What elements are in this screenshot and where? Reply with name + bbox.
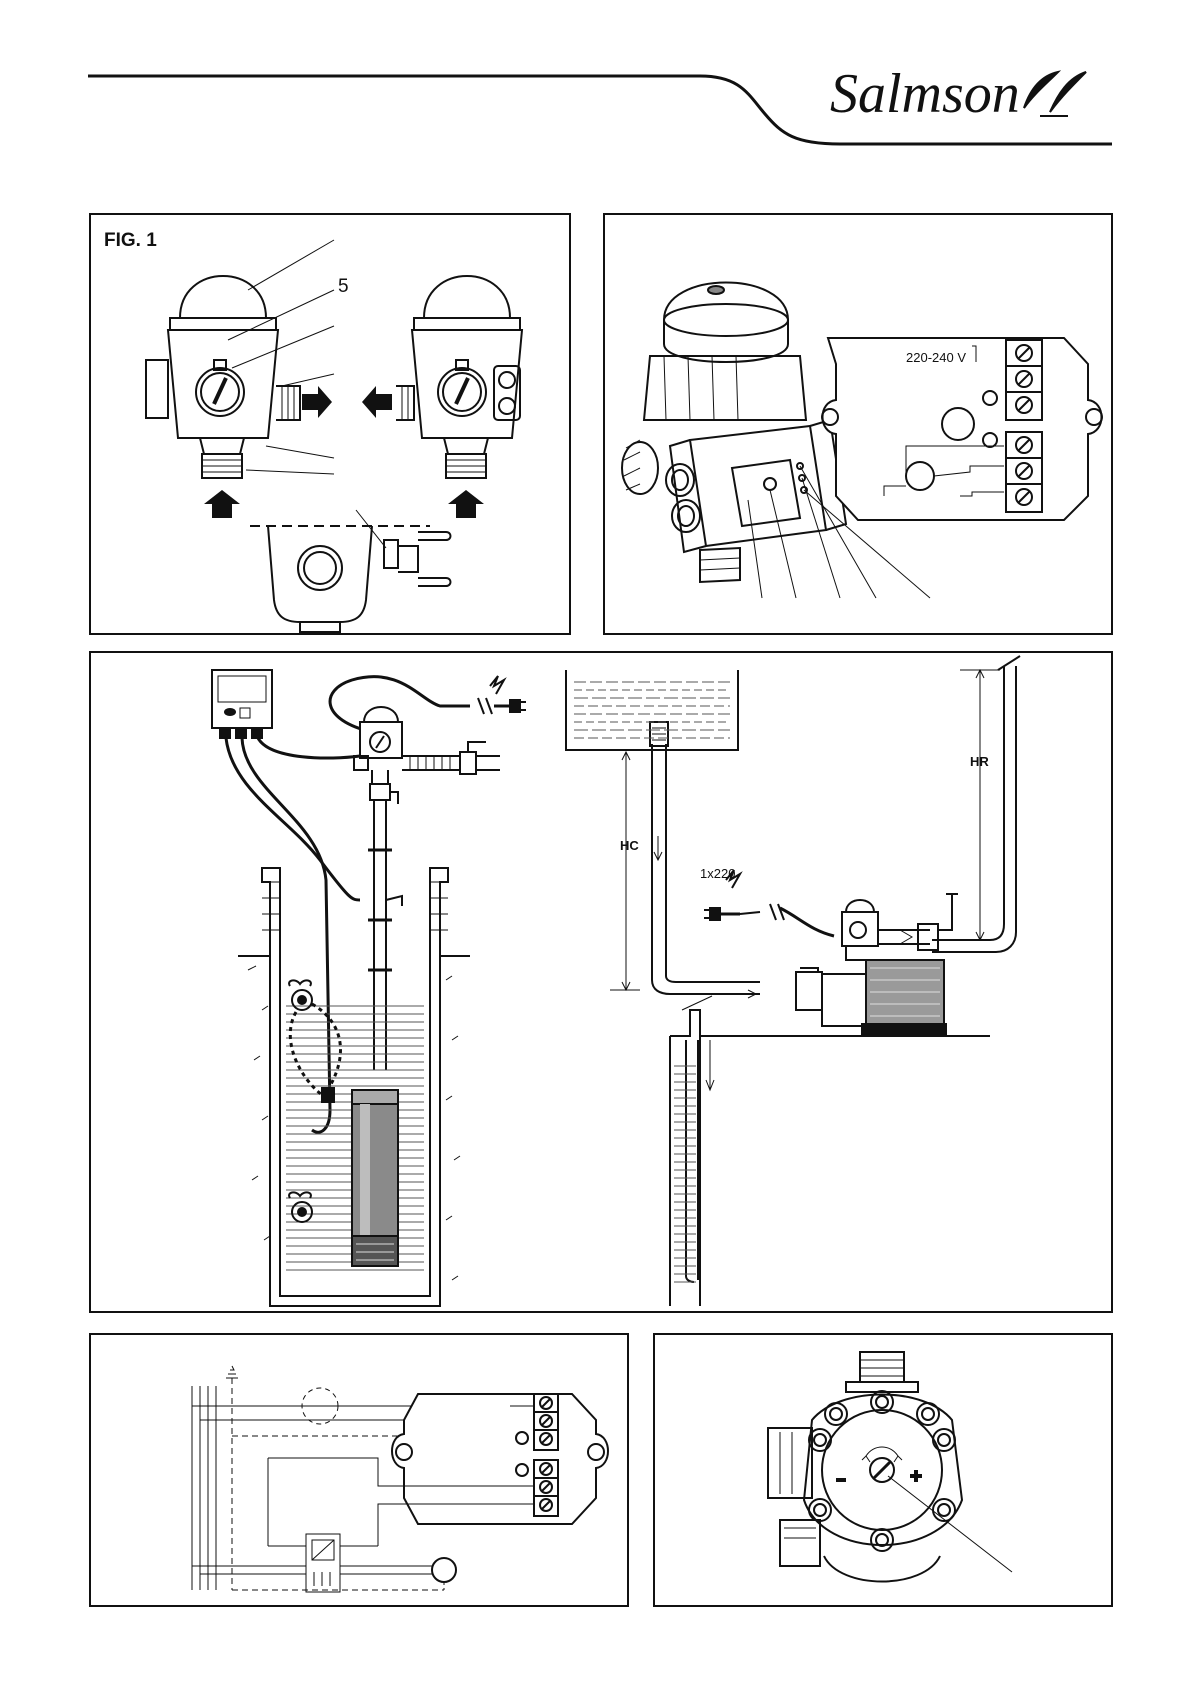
valve-detail	[250, 526, 451, 632]
figure-1-callout-5: 5	[338, 276, 349, 297]
motor-terminal-icon	[432, 1558, 456, 1582]
figure-1-title: FIG. 1	[104, 230, 157, 251]
pressure-switch-right	[396, 276, 522, 478]
control-box	[212, 670, 272, 728]
surface-pump-installation	[566, 656, 1020, 1306]
wiring-diagram	[192, 1366, 608, 1592]
figure-2-panel: 220-240 V	[604, 214, 1112, 634]
outlet-arrow-right-icon	[302, 386, 332, 418]
pressure-switch-bottom-view	[768, 1352, 1012, 1582]
page-header: Salmson	[88, 63, 1112, 144]
brand-logo: Salmson	[830, 63, 1020, 125]
pressure-switch-3d	[622, 283, 846, 583]
brand-mark-icon	[1024, 72, 1086, 116]
relay-contactor	[306, 1534, 340, 1592]
figure-1-panel: FIG. 1	[90, 214, 570, 634]
decrease-symbol-icon	[836, 1478, 846, 1482]
figure-4-panel	[90, 1334, 628, 1606]
figure-3-panel: HC HR 1x220	[90, 652, 1112, 1312]
figure-1-frame	[90, 214, 570, 634]
suction-height-label: HC	[620, 838, 639, 853]
supply-label: 1x220	[700, 866, 735, 881]
power-symbol-icon	[490, 676, 504, 694]
earth-symbol-icon	[226, 1366, 238, 1378]
delivery-height-label: HR	[970, 754, 989, 769]
tank-water	[574, 682, 730, 738]
terminal-box	[822, 338, 1102, 520]
inlet-arrow-up-right-icon	[448, 490, 484, 518]
supply-voltage-label: 220-240 V	[906, 350, 966, 365]
float-switches	[289, 980, 340, 1222]
inlet-arrow-left-icon	[362, 386, 392, 418]
inlet-arrow-up-icon	[204, 490, 240, 518]
figure-5-panel	[654, 1334, 1112, 1606]
submersible-pump	[352, 1090, 398, 1266]
